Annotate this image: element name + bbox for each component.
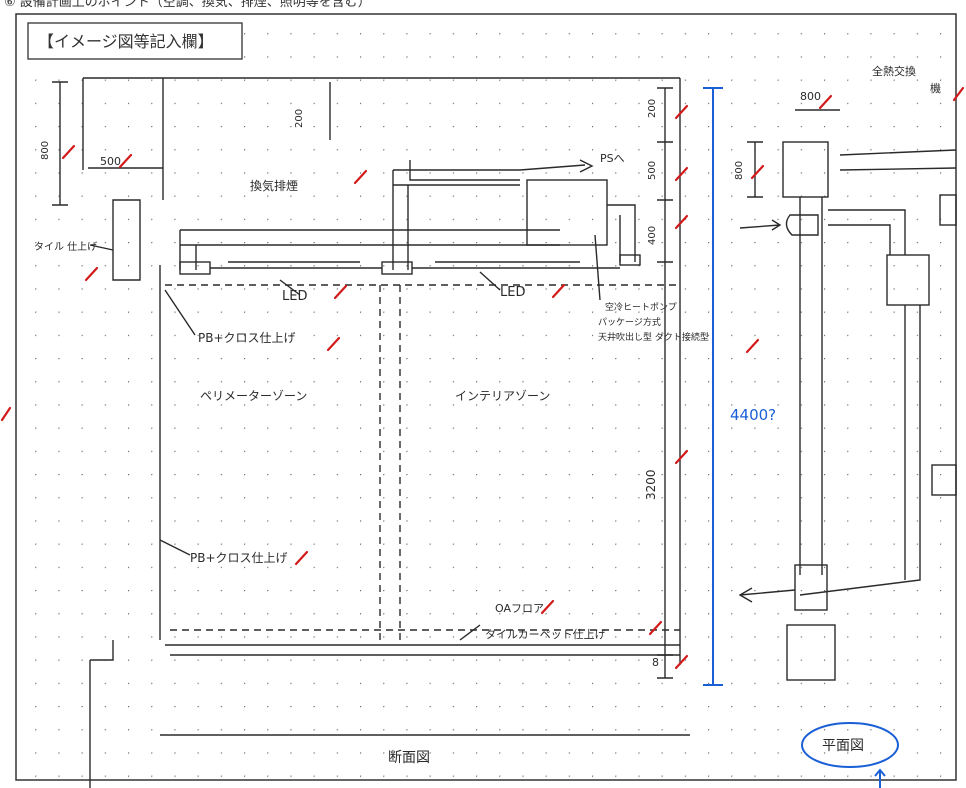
- ps-label: PSへ: [600, 152, 625, 165]
- lower-wall-left: [89, 640, 114, 788]
- leader-ac-note: [594, 234, 601, 301]
- red-check: [952, 86, 965, 102]
- carpet-label: タイルカーペット仕上げ: [485, 628, 606, 641]
- diffuser-3: [619, 254, 641, 266]
- upper-wall: [82, 78, 164, 200]
- leader-floor: [459, 624, 481, 641]
- plan-arrow-out: [738, 587, 796, 603]
- interior-label: インテリアゾーン: [455, 389, 550, 403]
- leader-led-right: [479, 271, 501, 291]
- tile-column: [112, 199, 141, 281]
- reviewer-dimension: [703, 87, 899, 788]
- plan-valve: [785, 214, 819, 236]
- red-check: [61, 144, 76, 160]
- plan-riser: [799, 197, 823, 575]
- duct-upper: [180, 229, 560, 246]
- dim-right-200: 200: [647, 99, 658, 118]
- ac-note-2: パッケージ方式: [598, 316, 661, 328]
- ac-unit: [526, 179, 608, 246]
- leader-led-left: [279, 279, 301, 296]
- dim-500-label: 500: [100, 155, 121, 168]
- section-title: 断面図: [388, 750, 430, 766]
- red-check: [551, 283, 566, 299]
- plan-heat-label-2: 機: [930, 81, 941, 95]
- dim-right-500: 500: [647, 161, 658, 180]
- red-check: [294, 550, 309, 566]
- plan-title: 平面図: [822, 738, 864, 754]
- dim-200-label: 200: [294, 109, 305, 128]
- dim-800-label: 800: [40, 141, 51, 160]
- red-check: [326, 336, 341, 352]
- plan-box-right: [931, 464, 957, 496]
- interior-walls: [159, 265, 680, 656]
- exhaust-drop: [392, 170, 409, 270]
- pb-bottom-label: PB+クロス仕上げ: [190, 551, 288, 565]
- ac-note-3: 天井吹出し型 ダクト接続型: [598, 331, 709, 343]
- red-check: [674, 449, 689, 465]
- leader-tile: [89, 244, 114, 251]
- blue-total-label: 4400?: [730, 406, 776, 424]
- led-right-label: LED: [500, 285, 525, 300]
- title-box: [27, 22, 243, 60]
- leader-pb-bottom: [159, 539, 191, 556]
- red-check: [674, 104, 689, 120]
- ac-drop: [607, 204, 636, 262]
- red-check: [674, 166, 689, 182]
- red-check-marks: [0, 86, 965, 670]
- red-check: [353, 169, 368, 185]
- ps-arrow-line: [519, 164, 586, 171]
- blue-circle-plan-title: [801, 722, 899, 768]
- blue-arrow: [874, 768, 886, 788]
- plan-dim-side-label: 800: [734, 161, 745, 180]
- blue-dimension-line: [703, 87, 723, 686]
- plan-dim-side: [747, 141, 763, 198]
- box-title: 【イメージ図等記入欄】: [38, 32, 214, 51]
- plan-labels: 800 800 全熱交換 機 平面図: [734, 64, 941, 754]
- red-check: [745, 338, 760, 354]
- header-top-text: ⑥ 設備計画上のポイント（空調、換気、排煙、照明等を含む）: [4, 0, 371, 10]
- dim-right-400: 400: [647, 226, 658, 245]
- plan-lower-unit: [794, 564, 828, 611]
- dim-right-chain: [657, 87, 673, 679]
- zone-divider: [379, 285, 401, 645]
- plan-duct-right: [839, 149, 957, 171]
- plan-heat-exchanger: [886, 254, 930, 306]
- red-check: [674, 214, 689, 230]
- plan-shaft-top: [782, 141, 829, 198]
- plan-dim-top-label: 800: [800, 90, 821, 103]
- plan-duct-branch: [828, 209, 906, 255]
- red-check: [84, 266, 99, 282]
- plan-duct-down: [799, 305, 921, 596]
- ps-duct: [409, 160, 520, 181]
- leader-pb-top: [164, 289, 196, 336]
- red-check: [333, 284, 348, 300]
- ps-arrow-head: [579, 159, 594, 173]
- ac-note-1: 空冷ヒートポンプ: [605, 301, 677, 313]
- dim-left-800: [52, 81, 68, 206]
- section-labels: 800 500 200 換気排煙 PSへ タイル 仕上げ LED LED PB+…: [34, 99, 709, 766]
- led-left-label: LED: [282, 289, 307, 304]
- plan-drawing: [738, 109, 957, 681]
- section-drawing: [52, 77, 690, 788]
- dim-right-8: 8: [652, 656, 659, 669]
- perimeter-label: ペリメーターゾーン: [200, 389, 307, 403]
- red-check: [648, 620, 663, 636]
- oa-floor-label: OAフロア: [495, 602, 544, 615]
- plan-arrow-in: [739, 219, 782, 231]
- red-check: [0, 406, 12, 422]
- red-check: [750, 164, 765, 180]
- exhaust-label: 換気排煙: [250, 178, 298, 193]
- red-check: [540, 599, 555, 615]
- plan-box-upper: [939, 194, 957, 226]
- red-check: [818, 94, 833, 110]
- dim-right-3200: 3200: [644, 469, 658, 500]
- red-check: [118, 153, 133, 169]
- plan-bottom-shaft: [786, 624, 836, 681]
- pb-top-label: PB+クロス仕上げ: [198, 331, 296, 345]
- exhaust-duct: [393, 169, 520, 186]
- plan-heat-label: 全熱交換: [872, 64, 916, 78]
- tile-label: タイル 仕上げ: [34, 240, 97, 253]
- red-check: [674, 654, 689, 670]
